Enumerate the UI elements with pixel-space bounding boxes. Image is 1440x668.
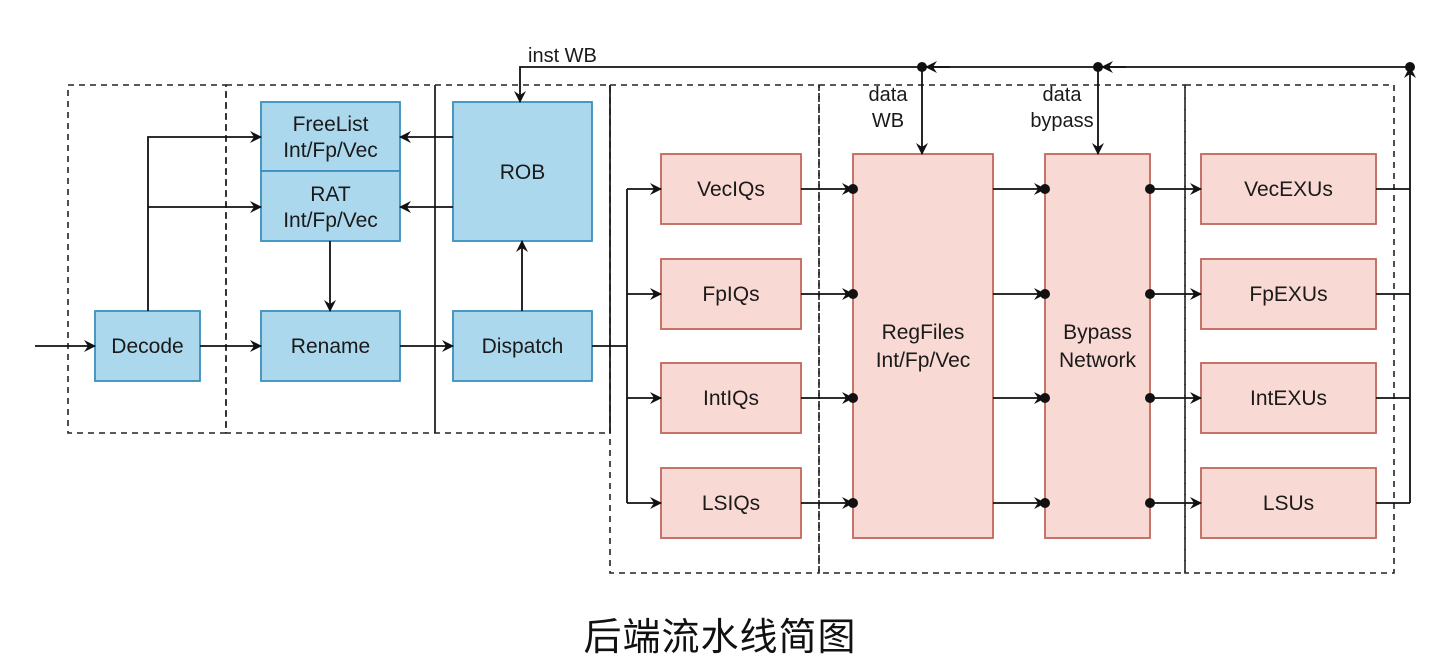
issue-queue-fpiqs: FpIQs	[660, 258, 802, 330]
exec-unit-intexus-label: IntEXUs	[1250, 387, 1327, 410]
execute-stage-box	[1184, 84, 1395, 574]
exec-unit-lsus-rect	[1200, 467, 1377, 539]
data-bypass-label-line1: data	[1043, 84, 1083, 106]
decode-to-freelist-arrow	[147, 131, 262, 311]
bypass-network-box-label: Network	[1059, 349, 1137, 372]
exec-unit-fpexus: FpEXUs	[1200, 258, 1377, 330]
issue-queue-fpiqs-label: FpIQs	[702, 283, 759, 306]
bypass-network-box-rect	[1044, 153, 1151, 539]
freelist-box-label: Int/Fp/Vec	[283, 139, 378, 162]
junction-dot	[917, 62, 927, 72]
exec-unit-intexus-rect	[1200, 362, 1377, 434]
solid-separators	[434, 85, 611, 433]
rob-box: ROB	[452, 101, 593, 242]
junction-dot	[1093, 62, 1103, 72]
port-dot	[848, 289, 858, 299]
decode-box: Decode	[94, 310, 201, 382]
junction-dot	[1405, 62, 1415, 72]
port-dot	[1145, 184, 1155, 194]
exec-unit-vecexus-label: VecEXUs	[1244, 178, 1333, 201]
dispatch-box-label: Dispatch	[482, 335, 564, 358]
rat-box: RAT Int/Fp/Vec	[260, 170, 401, 242]
exec-unit-fpexus-rect	[1200, 258, 1377, 330]
rename-box: Rename	[260, 310, 401, 382]
port-dot	[1145, 289, 1155, 299]
rename-box-label: Rename	[291, 335, 370, 358]
port-dot	[1040, 498, 1050, 508]
data-wb-label-line1: data	[869, 84, 909, 106]
diagram-caption: 后端流水线简图	[583, 615, 857, 659]
exec-unit-lsus-label: LSUs	[1263, 492, 1314, 515]
data-bypass-label-line2: bypass	[1030, 110, 1093, 132]
dispatch-box: Dispatch	[452, 310, 593, 382]
port-dot	[1145, 393, 1155, 403]
rename-box-rect	[260, 310, 401, 382]
freelist-box-label: FreeList	[293, 113, 369, 136]
issue-queue-intiqs: IntIQs	[660, 362, 802, 434]
inst-wb-arrow	[514, 66, 922, 103]
exec-unit-vecexus-rect	[1200, 153, 1377, 225]
rename-stage-box	[225, 84, 611, 434]
exec-unit-vecexus: VecEXUs	[1200, 153, 1377, 225]
regfiles-box-rect	[852, 153, 994, 539]
exec-unit-intexus: IntEXUs	[1200, 362, 1377, 434]
port-dot	[1040, 393, 1050, 403]
port-dot	[848, 393, 858, 403]
port-dot	[1040, 289, 1050, 299]
issue-queue-lsiqs-label: LSIQs	[702, 492, 760, 515]
inst-wb-label: inst WB	[528, 45, 597, 67]
issue-queue-intiqs-label: IntIQs	[703, 387, 759, 410]
data-wb-label-line2: WB	[872, 110, 904, 132]
issue-queue-lsiqs: LSIQs	[660, 467, 802, 539]
freelist-box-rect	[260, 101, 401, 172]
issue-queue-lsiqs-rect	[660, 467, 802, 539]
exec-unit-fpexus-label: FpEXUs	[1249, 283, 1327, 306]
port-dot	[1145, 498, 1155, 508]
connectors	[35, 61, 1416, 503]
exec-unit-lsus: LSUs	[1200, 467, 1377, 539]
port-dot	[1040, 184, 1050, 194]
issue-queue-veciqs: VecIQs	[660, 153, 802, 225]
regfiles-box-label: Int/Fp/Vec	[876, 349, 971, 372]
bypass-network-box-label: Bypass	[1063, 321, 1132, 344]
issue-queue-veciqs-label: VecIQs	[697, 178, 765, 201]
rob-box-label: ROB	[500, 161, 546, 184]
decode-box-label: Decode	[111, 335, 183, 358]
port-dot	[848, 184, 858, 194]
rat-box-label: RAT	[310, 183, 351, 206]
regfiles-box-label: RegFiles	[882, 321, 965, 344]
junction-dots	[917, 62, 1415, 72]
port-dot	[848, 498, 858, 508]
rat-box-label: Int/Fp/Vec	[283, 209, 378, 232]
